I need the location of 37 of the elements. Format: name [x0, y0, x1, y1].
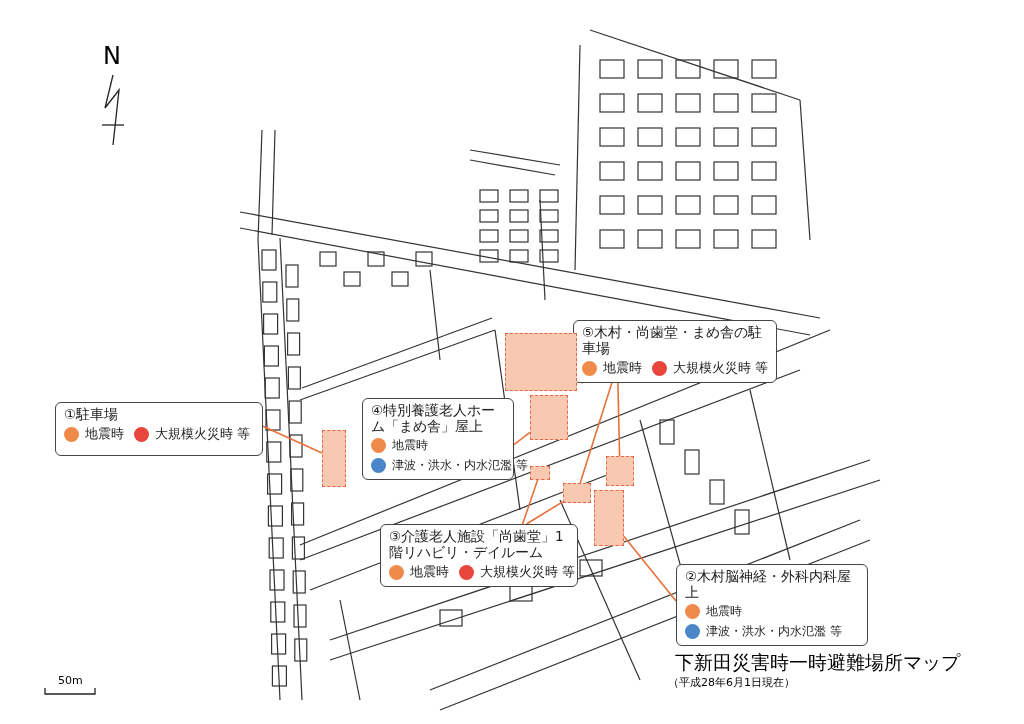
leader-line [525, 500, 564, 525]
callout-box [380, 524, 578, 587]
hazard-type: 地震時 [603, 359, 642, 377]
hazard-type: 津波・洪水・内水氾濫 等 [706, 623, 842, 640]
shelter-area [530, 466, 550, 480]
hazard-type: 大規模火災時 等 [673, 359, 769, 377]
site-name: ②木村脳神経・外科内科屋上 [685, 568, 853, 600]
map-title: 下新田災害時一時避難場所マップ [675, 650, 960, 675]
shelter-area [563, 483, 591, 503]
hazard-type: 大規模火災時 等 [480, 563, 576, 581]
hazard-type: 地震時 [410, 563, 449, 581]
hazard-type: 地震時 [392, 437, 428, 454]
callout-box [573, 320, 777, 383]
scale-label: 50m [58, 674, 83, 687]
leader-line [513, 431, 531, 446]
leader-line [579, 382, 613, 484]
shelter-area [505, 333, 577, 391]
north-label: N [103, 42, 121, 70]
hazard-type: 地震時 [85, 425, 124, 443]
hazard-type: 津波・洪水・内水氾濫 等 [392, 457, 528, 474]
shelter-area [594, 490, 624, 546]
shelter-area [606, 456, 634, 486]
shelter-area [322, 430, 346, 487]
leader-line [623, 535, 677, 602]
site-name: ④特別養護老人ホーム「まめ舎」屋上 [371, 402, 497, 434]
hazard-type: 大規模火災時 等 [155, 425, 251, 443]
shelter-area [530, 395, 568, 440]
callout-box [676, 564, 868, 646]
date-note: （平成28年6月1日現在） [668, 675, 795, 690]
site-name: ①駐車場 [64, 406, 120, 422]
leader-line [521, 479, 539, 525]
leader-line [262, 425, 323, 454]
callout-box [55, 402, 263, 456]
leader-line [617, 382, 621, 457]
site-name: ⑤木村・尚歯堂・まめ舎の駐車場 [582, 324, 764, 356]
hazard-type: 地震時 [706, 603, 742, 620]
site-name: ③介護老人施設「尚歯堂」1階リハビリ・デイルーム [389, 528, 565, 560]
